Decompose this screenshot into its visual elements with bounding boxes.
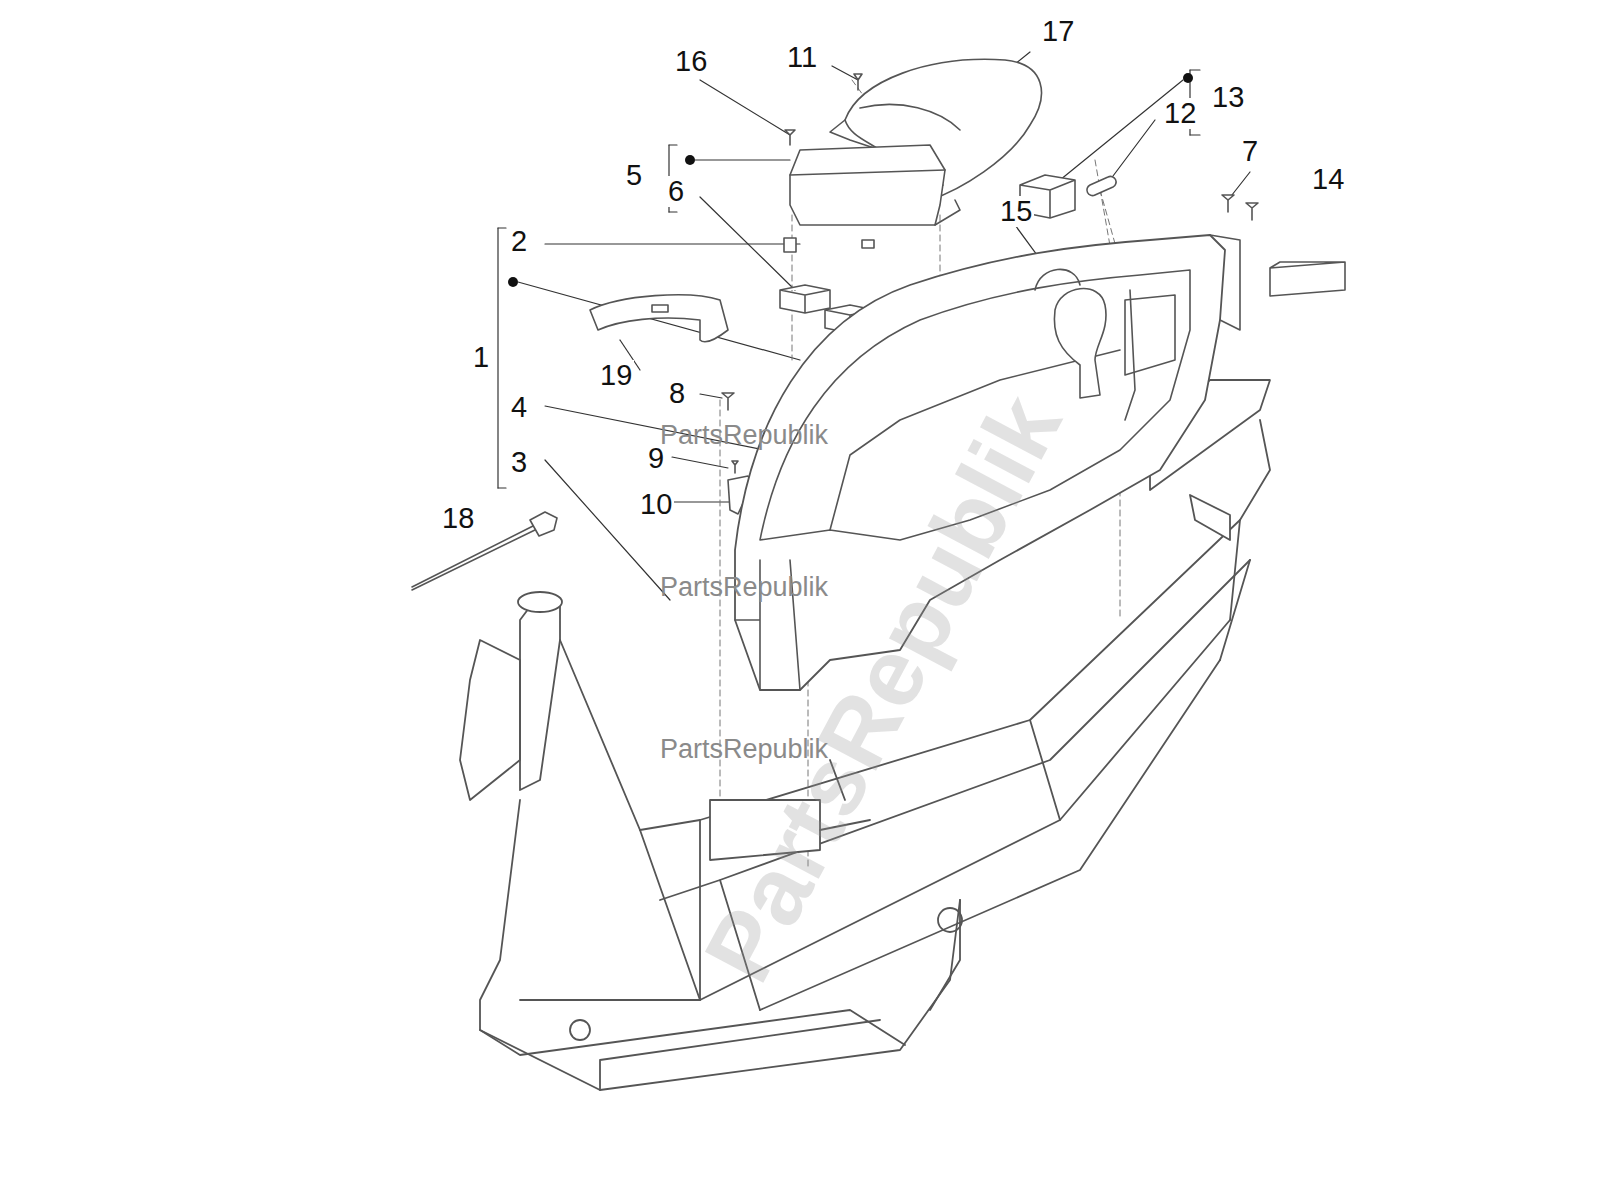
callout-number: 19 (598, 360, 634, 391)
watermark: PartsRepublik (660, 574, 828, 601)
callout-number: 11 (785, 42, 819, 73)
callout-number: 5 (624, 160, 644, 191)
callout-number: 4 (509, 392, 529, 423)
callout-number: 12 (1162, 98, 1198, 129)
callout-number: 16 (673, 46, 709, 77)
callout-number: 14 (1310, 164, 1346, 195)
callout-number: 1 (471, 342, 491, 373)
callout-number: 6 (666, 176, 686, 207)
callout-number: 13 (1210, 82, 1246, 113)
callout-number: 17 (1040, 16, 1076, 47)
callout-number: 15 (998, 196, 1034, 227)
callout-number: 8 (667, 378, 687, 409)
callout-number: 18 (440, 503, 476, 534)
callout-number: 7 (1240, 136, 1260, 167)
callout-number: 2 (509, 226, 529, 257)
callout-number: 3 (509, 447, 529, 478)
watermark: PartsRepublik (660, 422, 828, 449)
callout-number: 10 (638, 489, 674, 520)
